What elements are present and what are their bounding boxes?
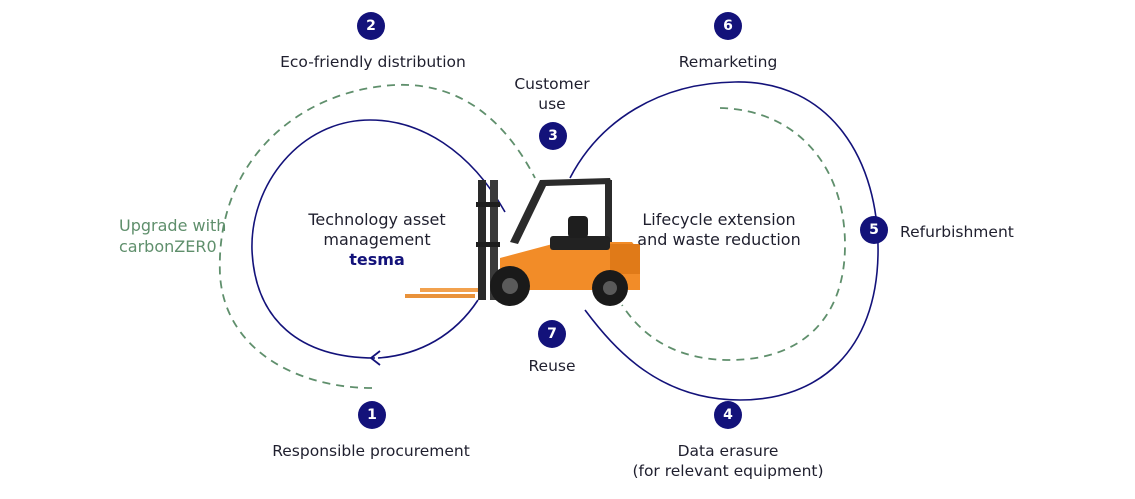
center-right-text: Lifecycle extension and waste reduction xyxy=(624,210,814,250)
step-1-badge: 1 xyxy=(358,401,386,429)
step-3-label: Customer use xyxy=(500,74,604,114)
step-5-label: Refurbishment xyxy=(900,223,1014,241)
step-2-badge: 2 xyxy=(357,12,385,40)
center-right-line2: and waste reduction xyxy=(637,230,801,249)
step-6-badge: 6 xyxy=(714,12,742,40)
step-4-label-line1: Data erasure xyxy=(677,442,779,460)
step-7-badge: 7 xyxy=(538,320,566,348)
upgrade-label: Upgrade with carbonZER0 xyxy=(119,215,226,257)
center-left-line1: Technology asset xyxy=(308,210,446,229)
upgrade-line2: carbonZER0 xyxy=(119,237,217,256)
step-1-label: Responsible procurement xyxy=(272,442,470,460)
step-5-badge: 5 xyxy=(860,216,888,244)
forklift-image xyxy=(405,178,640,306)
left-dashed-loop xyxy=(219,84,536,389)
left-loop-arrowhead xyxy=(369,350,381,366)
step-3-badge: 3 xyxy=(539,122,567,150)
step-4-label-line2: (for relevant equipment) xyxy=(632,462,824,480)
center-right-line1: Lifecycle extension xyxy=(642,210,796,229)
upgrade-line1: Upgrade with xyxy=(119,216,227,235)
right-solid-loop xyxy=(569,81,879,401)
step-4-badge: 4 xyxy=(714,401,742,429)
step-3-label-line2: use xyxy=(538,95,566,113)
center-left-line2: management xyxy=(323,230,431,249)
step-6-label: Remarketing xyxy=(678,53,778,71)
left-lower-connector xyxy=(377,299,479,359)
step-4-label: Data erasure (for relevant equipment) xyxy=(617,441,839,481)
step-2-label: Eco-friendly distribution xyxy=(280,53,466,71)
step-3-label-line1: Customer xyxy=(514,75,590,93)
center-left-text: Technology asset management tesma xyxy=(292,210,462,270)
left-solid-loop xyxy=(251,119,506,359)
step-7-label: Reuse xyxy=(528,357,576,375)
tesma-brand: tesma xyxy=(349,250,405,269)
